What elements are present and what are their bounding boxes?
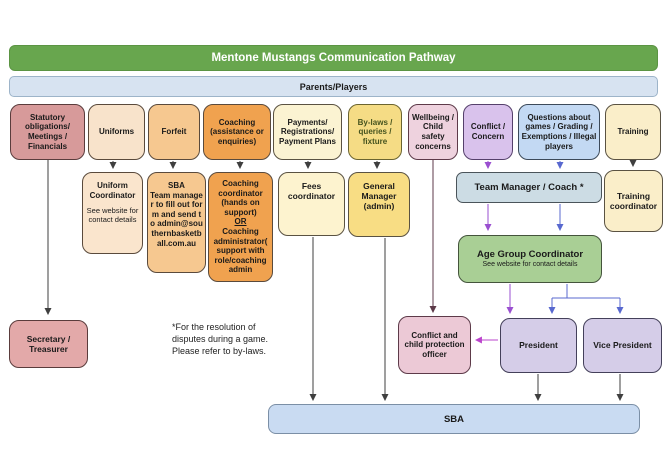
topic-forfeit: Forfeit bbox=[148, 104, 200, 160]
contact-title: Age Group Coordinator bbox=[476, 248, 584, 260]
topic-label: Forfeit bbox=[161, 127, 187, 137]
contact-general-manager: General Manager (admin) bbox=[348, 172, 410, 237]
or-label: OR bbox=[234, 217, 247, 227]
topic-questions-about-games: Questions about games / Grading / Exempt… bbox=[518, 104, 600, 160]
contact-label: Team Manager / Coach * bbox=[474, 181, 584, 193]
contact-sba-team-manager: SBA Team manager to fill out form and se… bbox=[147, 172, 206, 273]
topic-label: By-laws / queries / fixture bbox=[357, 117, 393, 146]
topic-coaching: Coaching (assistance or enquiries) bbox=[203, 104, 271, 160]
topic-label: Uniforms bbox=[98, 127, 135, 137]
topic-conflict-concern: Conflict / Concern bbox=[463, 104, 513, 160]
contact-label: Vice President bbox=[593, 340, 652, 351]
age-group-coordinator: Age Group Coordinator See website for co… bbox=[458, 235, 602, 283]
topic-statutory-obligations: Statutory obligations/ Meetings / Financ… bbox=[10, 104, 85, 160]
president: President bbox=[500, 318, 577, 373]
contact-subtext: See website for contact details bbox=[86, 206, 139, 225]
bylaws-footnote: *For the resolution of disputes during a… bbox=[172, 322, 269, 356]
contact-label: General Manager (admin) bbox=[361, 181, 397, 212]
contact-subtext: See website for contact details bbox=[482, 261, 578, 268]
sba-bar: SBA bbox=[268, 404, 640, 434]
contact-team-manager-coach: Team Manager / Coach * bbox=[456, 172, 602, 203]
topic-label: Wellbeing / Child safety concerns bbox=[411, 112, 455, 151]
topic-training: Training bbox=[605, 104, 661, 160]
contact-coaching-coordinator: Coaching coordinator (hands on support) … bbox=[208, 172, 273, 282]
contact-label: Secretary / Treasurer bbox=[26, 333, 71, 354]
contact-label: Training coordinator bbox=[609, 190, 658, 211]
conflict-child-protection-officer: Conflict and child protection officer bbox=[398, 316, 471, 374]
topic-wellbeing: Wellbeing / Child safety concerns bbox=[408, 104, 458, 160]
contact-label: Fees coordinator bbox=[287, 181, 336, 202]
contact-label: Conflict and child protection officer bbox=[404, 330, 465, 359]
topic-label: Conflict / Concern bbox=[470, 122, 506, 141]
contact-body: Team manager to fill out form and send t… bbox=[150, 190, 203, 248]
contact-label: President bbox=[519, 340, 558, 351]
topic-bylaws: By-laws / queries / fixture bbox=[348, 104, 402, 160]
topic-label: Statutory obligations/ Meetings / Financ… bbox=[25, 112, 70, 151]
topic-label: Coaching (assistance or enquiries) bbox=[210, 117, 264, 146]
contact-body: Coaching coordinator (hands on support) bbox=[218, 179, 263, 217]
topic-label: Questions about games / Grading / Exempt… bbox=[521, 112, 597, 151]
parents-players-bar: Parents/Players bbox=[9, 76, 658, 97]
contact-body: Coaching administrator( support with rol… bbox=[213, 227, 268, 275]
topic-label: Payments/ Registrations/ Payment Plans bbox=[279, 117, 336, 146]
contact-uniform-coordinator: Uniform Coordinator See website for cont… bbox=[82, 172, 143, 254]
contact-title: SBA bbox=[168, 181, 185, 190]
contact-fees-coordinator: Fees coordinator bbox=[278, 172, 345, 236]
contact-title: Uniform Coordinator bbox=[89, 181, 136, 200]
diagram-title: Mentone Mustangs Communication Pathway bbox=[9, 45, 658, 71]
topic-uniforms: Uniforms bbox=[88, 104, 145, 160]
topic-label: Training bbox=[617, 127, 649, 137]
topic-payments: Payments/ Registrations/ Payment Plans bbox=[273, 104, 342, 160]
vice-president: Vice President bbox=[583, 318, 662, 373]
secretary-treasurer: Secretary / Treasurer bbox=[9, 320, 88, 368]
contact-training-coordinator: Training coordinator bbox=[604, 170, 663, 232]
